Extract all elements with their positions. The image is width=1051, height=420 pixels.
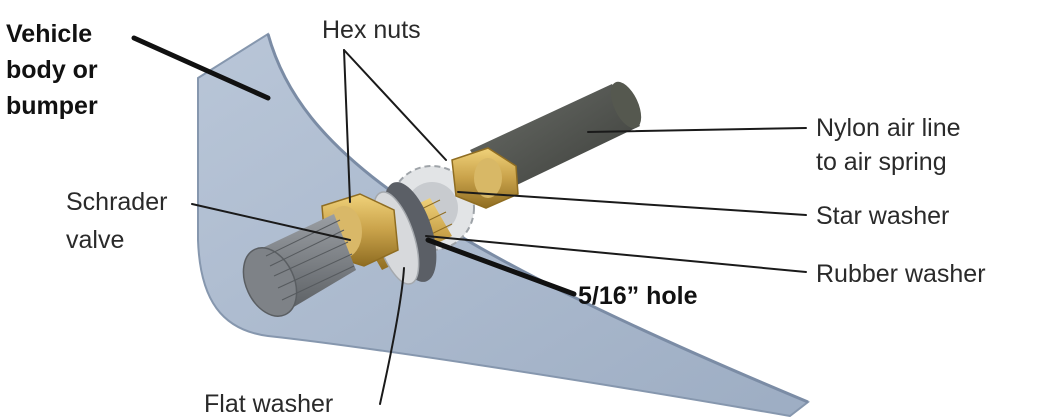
- leader-lines: [131, 35, 807, 405]
- label-schrader-valve: Schrader valve: [66, 188, 167, 254]
- label-vehicle-body-line2: body or: [6, 56, 98, 84]
- label-flat-washer: Flat washer: [204, 390, 333, 418]
- label-rubber-washer: Rubber washer: [816, 260, 986, 288]
- label-hex-nuts: Hex nuts: [322, 16, 421, 44]
- label-schrader-valve-line1: Schrader: [66, 188, 167, 216]
- label-vehicle-body-line1: Vehicle: [6, 20, 92, 48]
- label-schrader-valve-line2: valve: [66, 226, 124, 254]
- schrader-valve-cap: [242, 214, 356, 317]
- label-nylon-air-line: Nylon air line to air spring: [816, 114, 961, 176]
- label-nylon-air-line-line1: Nylon air line: [816, 114, 961, 142]
- label-hole: 5/16” hole: [578, 282, 698, 310]
- label-vehicle-body-line3: bumper: [6, 92, 98, 120]
- label-star-washer: Star washer: [816, 202, 949, 230]
- vehicle-body-panel: [197, 32, 810, 418]
- label-vehicle-body: Vehicle body or bumper: [6, 20, 98, 120]
- label-nylon-air-line-line2: to air spring: [816, 148, 947, 176]
